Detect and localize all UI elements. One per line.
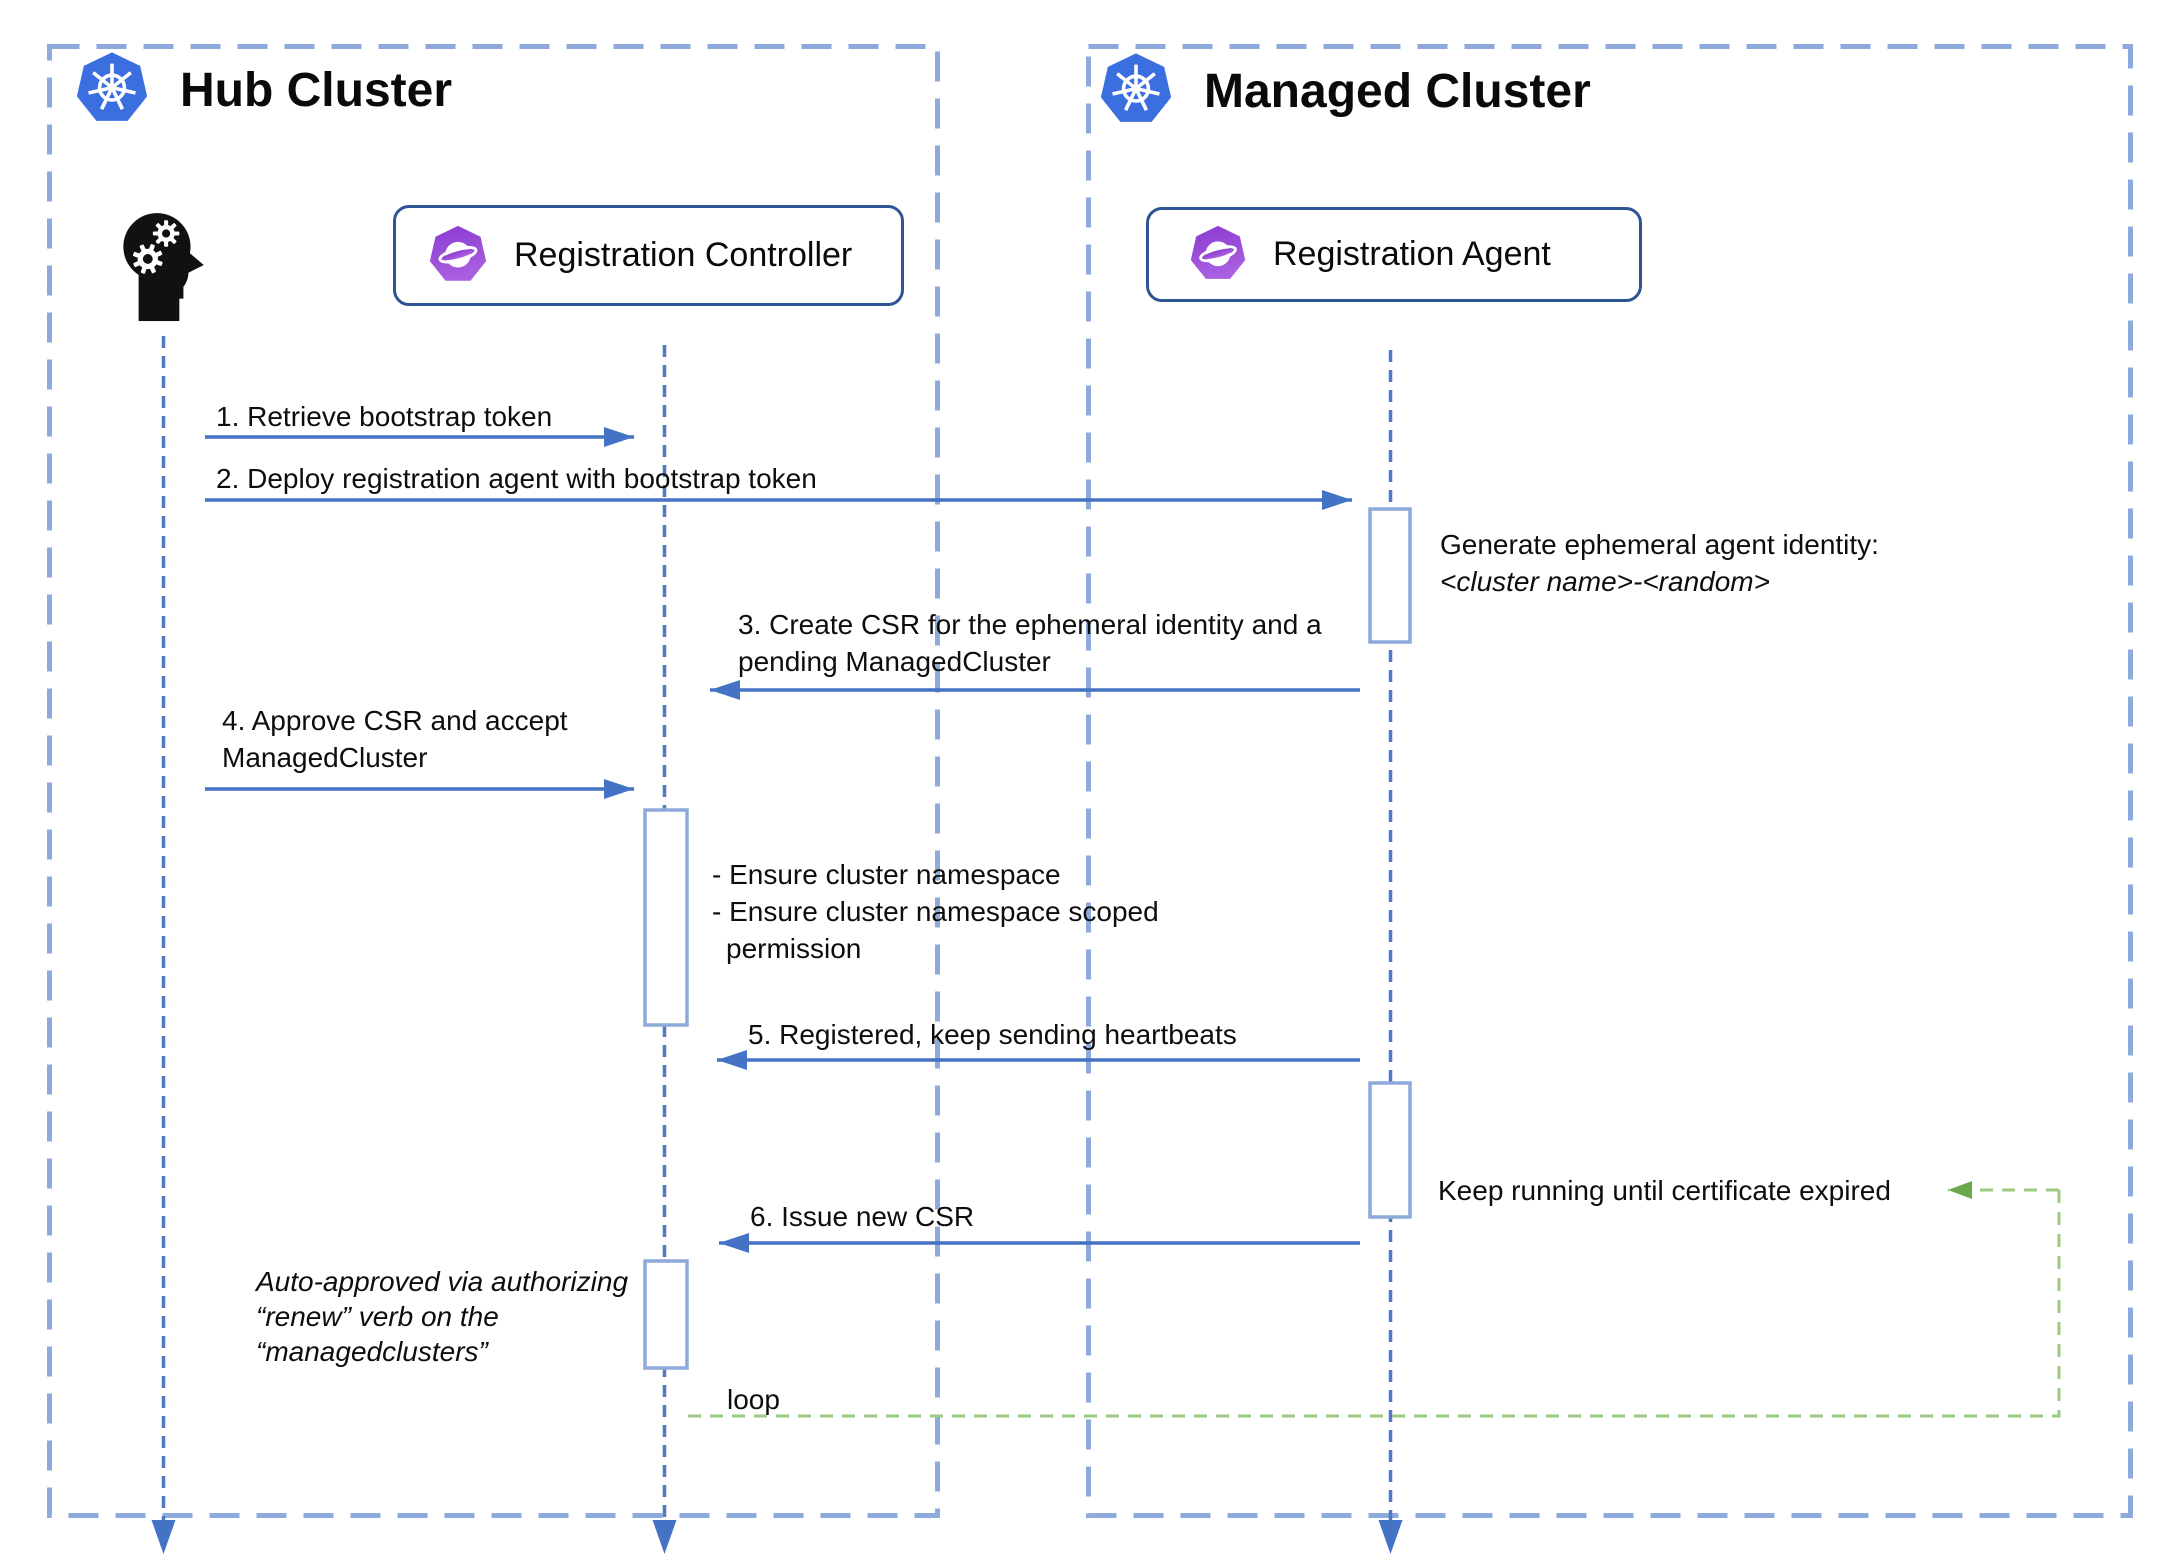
activation-bar-controller-1	[643, 808, 689, 1027]
activation-bar-agent-1	[1368, 507, 1412, 644]
note-agent-identity: Generate ephemeral agent identity: <clus…	[1440, 529, 1879, 597]
message-6-label: 6. Issue new CSR	[750, 1201, 975, 1232]
participant-label: Registration Controller	[514, 236, 853, 274]
ocm-icon	[429, 225, 487, 281]
message-5-label: 5. Registered, keep sending heartbeats	[748, 1019, 1237, 1050]
activation-bar-controller-2	[643, 1259, 689, 1370]
participant-registration-controller: Registration Controller	[393, 205, 904, 306]
message-1-label: 1. Retrieve bootstrap token	[216, 401, 553, 432]
ocm-icon	[1190, 225, 1246, 279]
message-4-label: 4. Approve CSR and accept ManagedCluster	[222, 705, 568, 773]
managed-cluster-title: Managed Cluster	[1204, 64, 1591, 118]
hub-cluster-title: Hub Cluster	[180, 63, 453, 117]
kubernetes-icon	[1100, 53, 1172, 122]
kubernetes-icon	[76, 52, 148, 121]
activation-bar-agent-2	[1368, 1081, 1412, 1219]
hub-cluster-header: Hub Cluster	[72, 48, 452, 132]
lifeline-actor-arrowhead	[151, 1520, 176, 1554]
thinking-head-icon	[123, 213, 204, 322]
loop-label: loop	[727, 1384, 780, 1415]
lifeline-agent-arrowhead	[1378, 1520, 1403, 1554]
participant-label: Registration Agent	[1273, 235, 1551, 273]
managed-cluster-header: Managed Cluster	[1096, 50, 1591, 132]
message-3-label: 3. Create CSR for the ephemeral identity…	[738, 609, 1322, 677]
lifeline-controller-arrowhead	[652, 1520, 677, 1554]
note-ensure-namespace: - Ensure cluster namespace - Ensure clus…	[712, 859, 1159, 964]
participant-registration-agent: Registration Agent	[1146, 207, 1642, 302]
note-keep-running: Keep running until certificate expired	[1438, 1175, 1891, 1206]
note-auto-approved: Auto-approved via authorizing “renew” ve…	[256, 1266, 629, 1367]
message-2-label: 2. Deploy registration agent with bootst…	[216, 463, 817, 494]
